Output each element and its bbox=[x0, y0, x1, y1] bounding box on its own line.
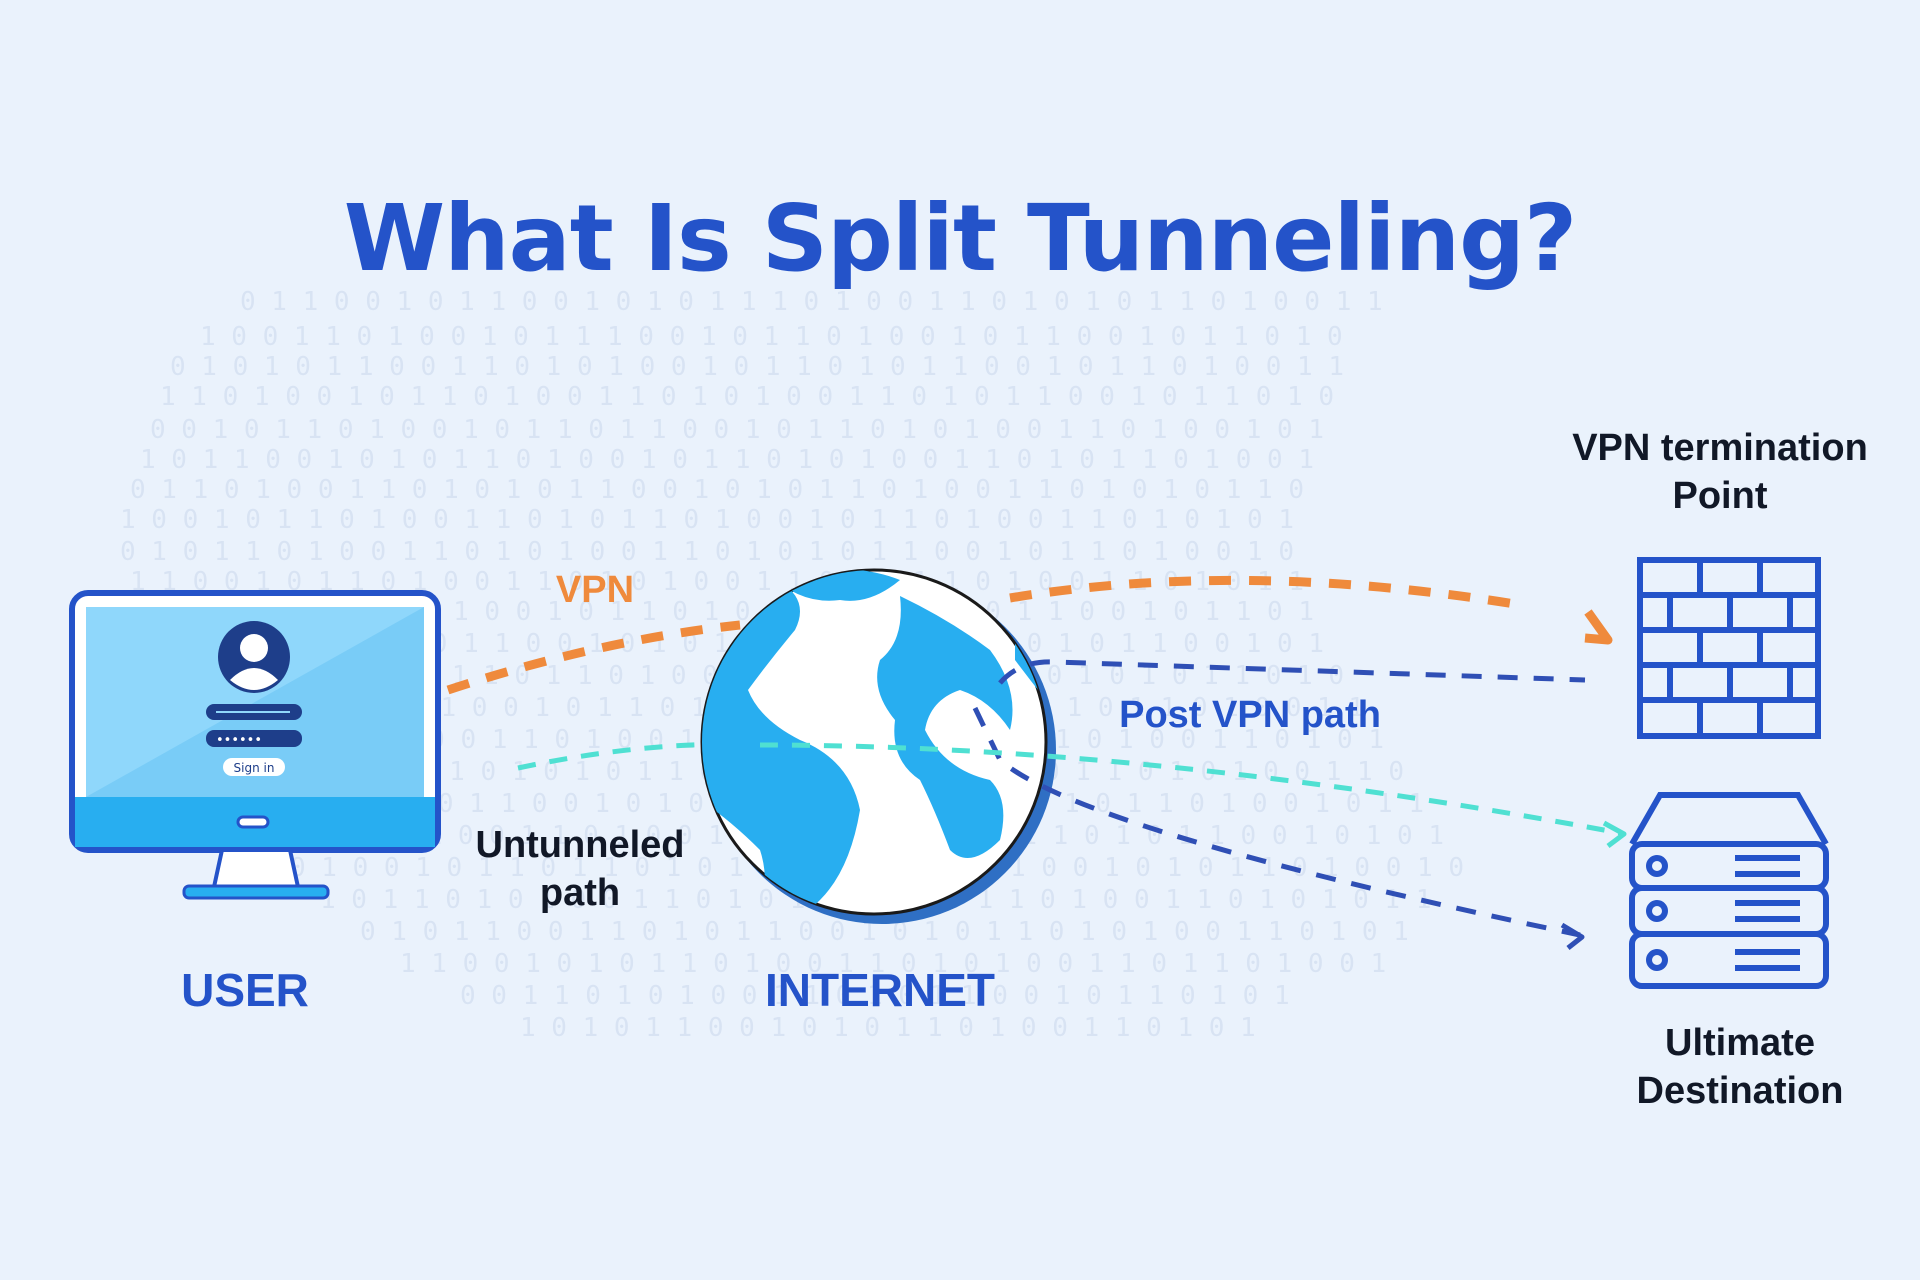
vpn-path-left bbox=[446, 620, 741, 695]
svg-text:0 0 1 0 1 1 0 1 0 0 1 0 1 1 0: 0 0 1 0 1 1 0 1 0 0 1 0 1 1 0 1 1 0 0 1 … bbox=[150, 415, 1324, 445]
post-vpn-path-label: Post VPN path bbox=[1119, 694, 1381, 736]
ultimate-destination-line-2: Destination bbox=[1636, 1069, 1844, 1112]
svg-text:1 1 0 0 1 0 1 0 1 1 0 1 0 0 1: 1 1 0 0 1 0 1 0 1 1 0 1 0 0 1 1 0 1 0 1 … bbox=[400, 949, 1386, 979]
svg-text:1 1 0 1 0 0 1 0 1 1 0 1 0 0 1: 1 1 0 1 0 0 1 0 1 1 0 1 0 0 1 1 0 1 0 1 … bbox=[160, 382, 1334, 412]
svg-text:1 0 0 1 0 1 1 0 1 0 0 1 1 0 1: 1 0 0 1 0 1 1 0 1 0 0 1 1 0 1 0 1 1 0 1 … bbox=[120, 505, 1294, 535]
post-vpn-path-down bbox=[972, 706, 1581, 938]
svg-text:0 1 0 1 0 1 1 0 0 1 1 0 1 0 1: 0 1 0 1 0 1 1 0 0 1 1 0 1 0 1 0 0 1 0 1 … bbox=[170, 352, 1344, 382]
vpn-arrowhead bbox=[1584, 609, 1613, 645]
vpn-path-right bbox=[1009, 575, 1516, 609]
sign-in-button bbox=[223, 758, 285, 776]
untunneled-path-left bbox=[517, 741, 761, 771]
password-field bbox=[206, 730, 302, 747]
post-vpn-path-top bbox=[998, 659, 1586, 685]
post-vpn-arrowhead bbox=[1560, 922, 1585, 950]
vpn-path-label: VPN bbox=[555, 569, 635, 611]
svg-text:1 0 1 1 0 0 1 0 1 0 1 1 0 1 0: 1 0 1 1 0 0 1 0 1 0 1 1 0 1 0 0 1 0 1 1 … bbox=[140, 445, 1314, 475]
user-avatar-icon bbox=[218, 621, 290, 693]
vpn-termination-label: VPN termination Point bbox=[1520, 425, 1920, 520]
vpn-termination-line-2: Point bbox=[1672, 474, 1768, 517]
vpn-termination-line-1: VPN termination bbox=[1572, 427, 1868, 469]
svg-text:0 1 1 0 0 1 0 1 1 0 0 1 0 1 0: 0 1 1 0 0 1 0 1 1 0 0 1 0 1 0 1 1 1 0 1 … bbox=[240, 287, 1383, 317]
user-monitor-icon: •••••• Sign in bbox=[69, 590, 441, 900]
password-mask: •••••• bbox=[216, 733, 262, 748]
svg-text:1 0 1 0 1 1 0 0 1 0 1 0 1 1 0: 1 0 1 0 1 1 0 0 1 0 1 0 1 1 0 1 0 0 1 1 … bbox=[520, 1013, 1256, 1043]
untunneled-path-label: Untunneled path bbox=[440, 822, 720, 917]
diagram-title: What Is Split Tunneling? bbox=[343, 185, 1578, 292]
svg-text:0 0 1 1 0 1 0 1 0 0 1 1 0 1 0: 0 0 1 1 0 1 0 1 0 0 1 1 0 1 0 1 1 0 0 1 … bbox=[460, 981, 1290, 1011]
untunneled-line-2: path bbox=[539, 871, 621, 914]
sign-in-label: Sign in bbox=[234, 761, 275, 775]
svg-text:1 0 0 1 1 0 1 0 0 1 0 1 1 1 0: 1 0 0 1 1 0 1 0 0 1 0 1 1 1 0 0 1 0 1 1 … bbox=[200, 322, 1343, 352]
user-label: USER bbox=[181, 964, 309, 1016]
internet-label: INTERNET bbox=[765, 964, 995, 1016]
svg-text:0 1 1 0 1 0 0 1 1 0 1 0 1 0 1: 0 1 1 0 1 0 0 1 1 0 1 0 1 0 1 1 0 0 1 0 … bbox=[130, 475, 1304, 505]
ultimate-destination-line-1: Ultimate bbox=[1665, 1022, 1815, 1064]
server-icon bbox=[1629, 792, 1829, 989]
firewall-icon bbox=[1637, 557, 1821, 739]
svg-text:0 1 0 1 1 0 1 0 0 1 1 0 1 0 1: 0 1 0 1 1 0 1 0 0 1 1 0 1 0 1 0 0 1 1 0 … bbox=[120, 537, 1294, 567]
untunneled-line-1: Untunneled bbox=[475, 824, 685, 866]
untunneled-arrowhead bbox=[1602, 820, 1627, 848]
ultimate-destination-label: Ultimate Destination bbox=[1560, 1020, 1920, 1115]
